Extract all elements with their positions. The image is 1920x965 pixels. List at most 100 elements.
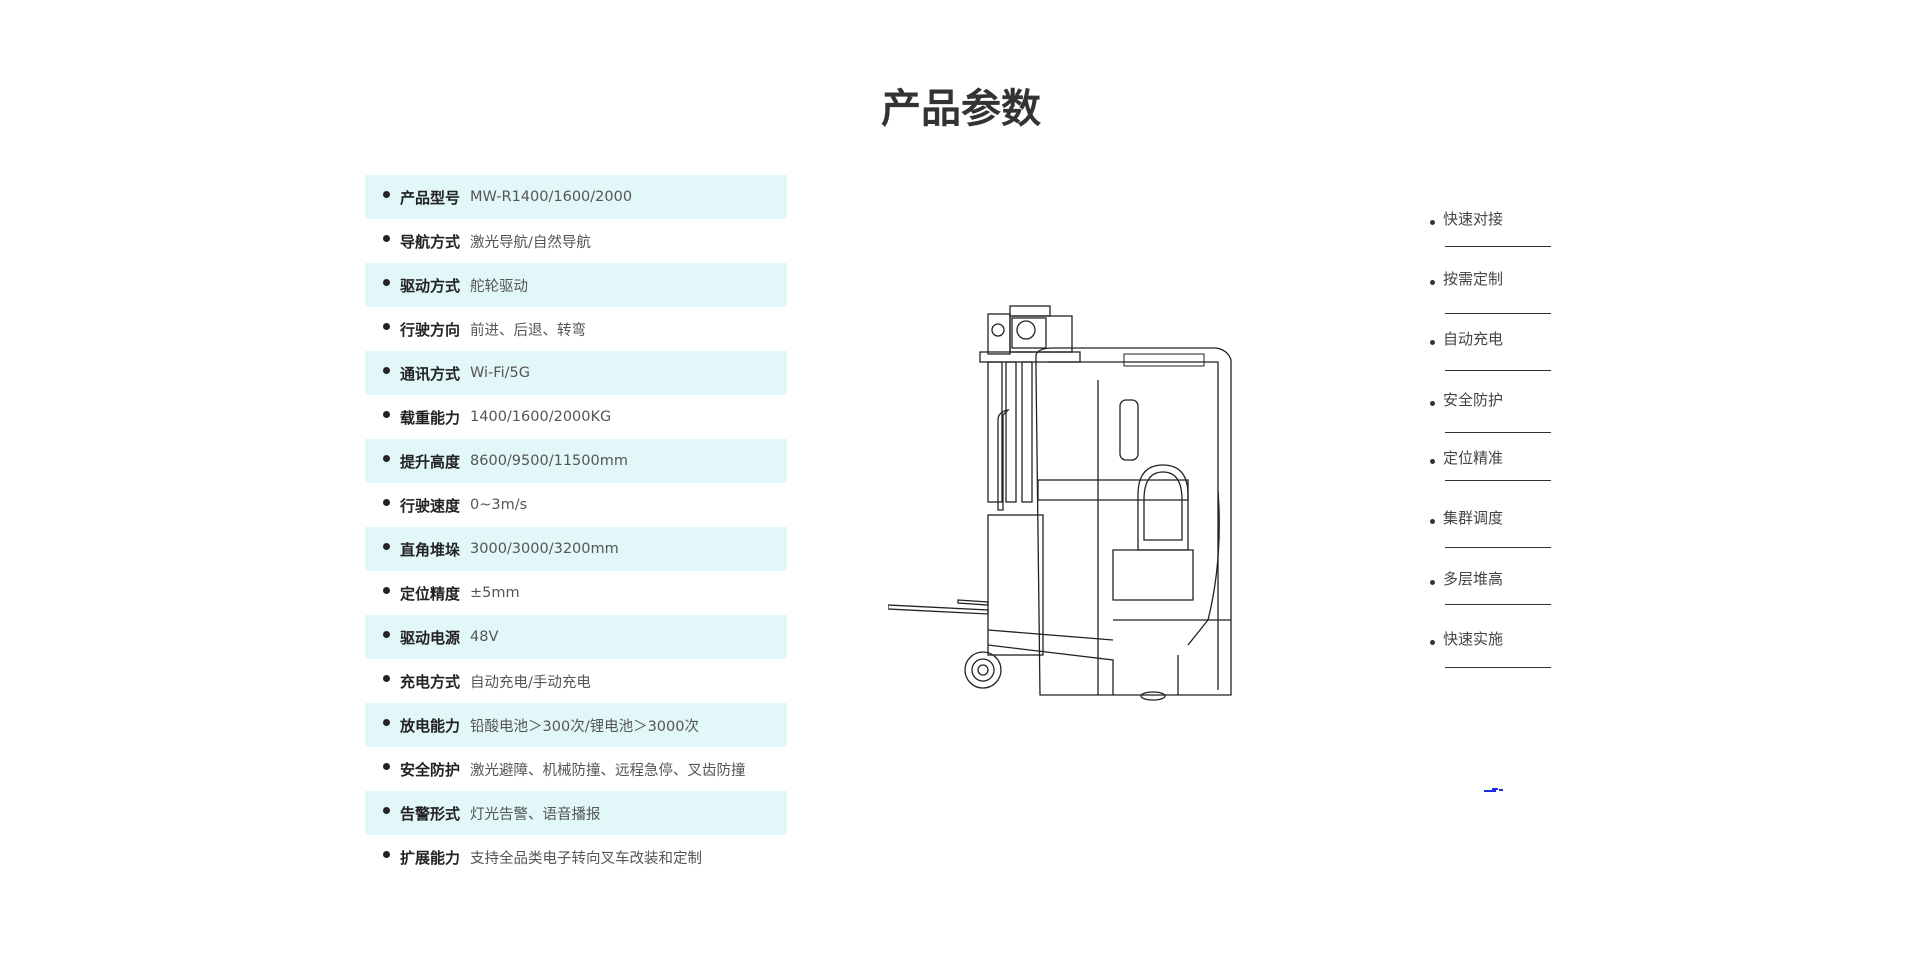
spec-row: 驱动电源 48V <box>365 615 787 659</box>
spec-value: ±5mm <box>470 585 520 601</box>
spec-value: 舵轮驱动 <box>470 278 529 295</box>
bullet-icon <box>383 322 390 330</box>
spec-row: 导航方式激光导航/自然导航 <box>365 219 787 263</box>
spec-value: 8600/9500/11500mm <box>470 453 628 469</box>
spec-label: 行驶方向 <box>400 320 461 339</box>
spec-value: 0~3m/s <box>470 497 528 513</box>
feature-divider <box>1445 432 1551 433</box>
feature-item: 定位精准 <box>1430 447 1503 468</box>
bullet-icon <box>1430 340 1435 345</box>
spec-row: 安全防护激光避障、机械防撞、远程急停、叉齿防撞 <box>365 747 787 791</box>
spec-label: 告警形式 <box>400 804 461 823</box>
feature-divider <box>1445 667 1551 668</box>
bullet-icon <box>383 454 390 462</box>
bullet-icon <box>383 278 390 286</box>
feature-label: 安全防护 <box>1443 391 1504 409</box>
feature-item: 集群调度 <box>1430 507 1503 528</box>
spec-row: 充电方式自动充电/手动充电 <box>365 659 787 703</box>
feature-item: 按需定制 <box>1430 268 1503 289</box>
bullet-icon <box>383 366 390 374</box>
spec-row: 行驶方向前进、后退、转弯 <box>365 307 787 351</box>
spec-row: 载重能力 1400/1600/2000KG <box>365 395 787 439</box>
spec-row: 定位精度 ±5mm <box>365 571 787 615</box>
bullet-icon <box>383 850 390 858</box>
page-title: 产品参数 <box>881 86 1041 132</box>
bullet-icon <box>1430 401 1435 406</box>
spec-value: 48V <box>470 629 499 645</box>
bullet-icon <box>383 410 390 418</box>
spec-value: 激光避障、机械防撞、远程急停、叉齿防撞 <box>470 762 746 779</box>
feature-divider <box>1445 313 1551 314</box>
bullet-icon <box>1430 220 1435 225</box>
bullet-icon <box>383 498 390 506</box>
bullet-icon <box>383 762 390 770</box>
bullet-icon <box>383 718 390 726</box>
spec-value: 自动充电/手动充电 <box>470 674 591 691</box>
spec-row: 产品型号 MW-R1400/1600/2000 <box>365 175 787 219</box>
spec-row: 提升高度 8600/9500/11500mm <box>365 439 787 483</box>
bullet-icon <box>383 234 390 242</box>
spec-label: 提升高度 <box>400 452 461 471</box>
bullet-icon <box>1430 280 1435 285</box>
bullet-icon <box>1430 640 1435 645</box>
feature-item: 多层堆高 <box>1430 568 1503 589</box>
bullet-icon <box>1430 519 1435 524</box>
spec-row: 直角堆垛 3000/3000/3200mm <box>365 527 787 571</box>
spec-label: 充电方式 <box>400 672 461 691</box>
feature-divider <box>1445 370 1551 371</box>
bullet-icon <box>1430 459 1435 464</box>
spec-row: 扩展能力支持全品类电子转向叉车改装和定制 <box>365 835 787 879</box>
feature-divider <box>1445 547 1551 548</box>
spec-value: 3000/3000/3200mm <box>470 541 619 557</box>
feature-item: 自动充电 <box>1430 328 1503 349</box>
spec-label: 驱动电源 <box>400 628 461 647</box>
spec-label: 载重能力 <box>400 408 461 427</box>
small-blue-mark <box>1484 788 1503 792</box>
feature-label: 快速对接 <box>1443 210 1504 228</box>
spec-value: 1400/1600/2000KG <box>470 409 612 425</box>
bullet-icon <box>383 674 390 682</box>
bullet-icon <box>383 542 390 550</box>
feature-label: 集群调度 <box>1443 509 1504 527</box>
feature-label: 定位精准 <box>1443 449 1504 467</box>
feature-divider <box>1445 604 1551 605</box>
spec-row: 行驶速度 0~3m/s <box>365 483 787 527</box>
feature-label: 自动充电 <box>1443 330 1504 348</box>
spec-value: 支持全品类电子转向叉车改装和定制 <box>470 850 703 867</box>
bullet-icon <box>383 190 390 198</box>
spec-value: MW-R1400/1600/2000 <box>470 189 633 205</box>
spec-value: Wi-Fi/5G <box>470 365 530 381</box>
spec-value: 铅酸电池＞300次/锂电池＞3000次 <box>470 718 699 735</box>
feature-item: 快速实施 <box>1430 628 1503 649</box>
spec-label: 行驶速度 <box>400 496 461 515</box>
feature-label: 按需定制 <box>1443 270 1504 288</box>
spec-label: 直角堆垛 <box>400 540 461 559</box>
feature-divider <box>1445 480 1551 481</box>
spec-label: 扩展能力 <box>400 848 461 867</box>
bullet-icon <box>383 806 390 814</box>
spec-label: 驱动方式 <box>400 276 461 295</box>
feature-divider <box>1445 246 1551 247</box>
spec-row: 放电能力铅酸电池＞300次/锂电池＞3000次 <box>365 703 787 747</box>
spec-label: 通讯方式 <box>400 364 461 383</box>
spec-row: 告警形式灯光告警、语音播报 <box>365 791 787 835</box>
feature-item: 安全防护 <box>1430 389 1503 410</box>
forklift-illustration <box>888 305 1232 701</box>
bullet-icon <box>1430 580 1435 585</box>
spec-value: 激光导航/自然导航 <box>470 234 591 251</box>
feature-label: 快速实施 <box>1443 630 1504 648</box>
bullet-icon <box>383 586 390 594</box>
spec-label: 安全防护 <box>400 760 461 779</box>
spec-label: 导航方式 <box>400 232 461 251</box>
spec-value: 前进、后退、转弯 <box>470 322 587 339</box>
spec-label: 产品型号 <box>400 188 461 207</box>
spec-row: 驱动方式舵轮驱动 <box>365 263 787 307</box>
feature-label: 多层堆高 <box>1443 570 1504 588</box>
bullet-icon <box>383 630 390 638</box>
spec-value: 灯光告警、语音播报 <box>470 806 601 823</box>
feature-item: 快速对接 <box>1430 208 1503 229</box>
spec-row: 通讯方式 Wi-Fi/5G <box>365 351 787 395</box>
spec-label: 放电能力 <box>400 716 461 735</box>
spec-label: 定位精度 <box>400 584 461 603</box>
